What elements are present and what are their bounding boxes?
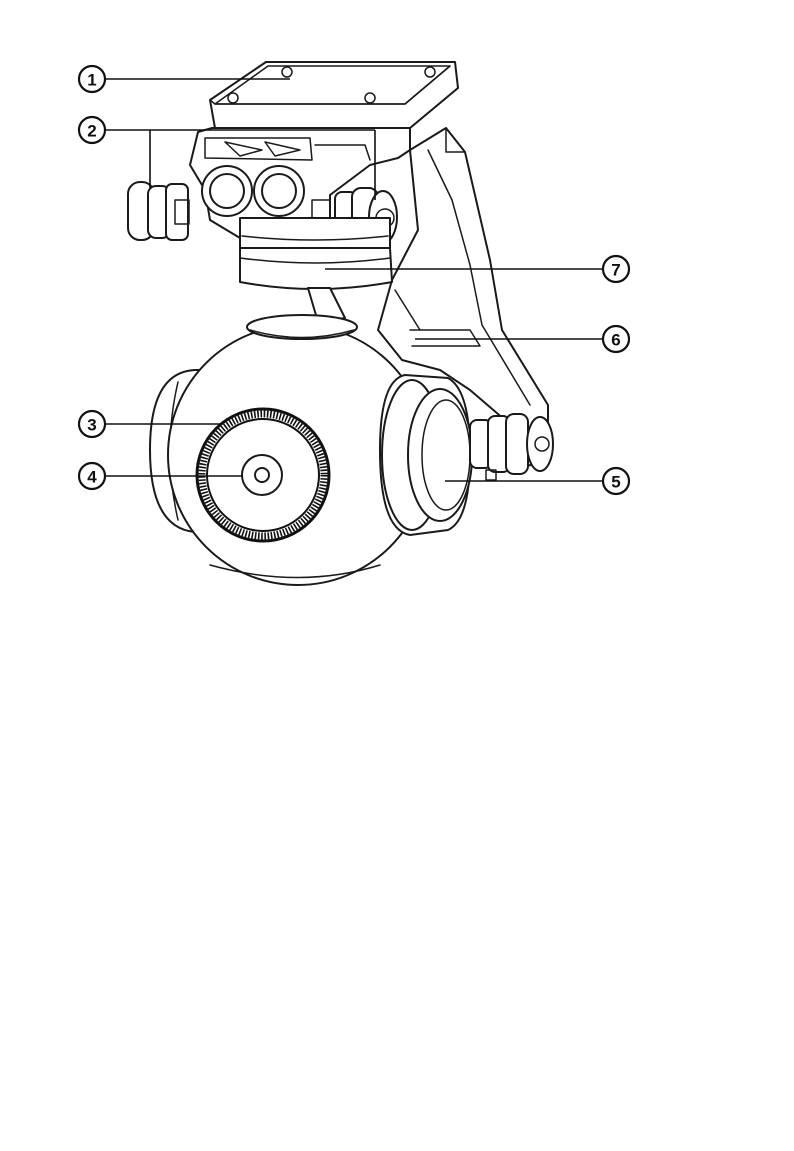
camera-lens xyxy=(242,455,282,495)
damper-left-inner xyxy=(202,166,252,216)
callout-label: 3 xyxy=(87,416,96,435)
callout-1: 1 xyxy=(79,66,105,92)
side-motor xyxy=(380,375,472,535)
callout-label: 6 xyxy=(611,331,620,350)
yaw-motor xyxy=(240,218,392,289)
callout-4: 4 xyxy=(79,463,105,489)
damper-left-outer xyxy=(128,182,189,240)
callout-5: 5 xyxy=(603,468,629,494)
callout-label: 5 xyxy=(611,473,620,492)
callout-label: 1 xyxy=(87,71,96,90)
mounting-plate xyxy=(210,62,458,128)
callout-3: 3 xyxy=(79,411,105,437)
damper-center xyxy=(254,166,304,216)
callout-6: 6 xyxy=(603,326,629,352)
callout-label: 7 xyxy=(611,261,620,280)
callout-2: 2 xyxy=(79,117,105,143)
callout-7: 7 xyxy=(603,256,629,282)
callout-label: 2 xyxy=(87,122,96,141)
arm-damper xyxy=(470,414,553,480)
callout-label: 4 xyxy=(87,468,97,487)
